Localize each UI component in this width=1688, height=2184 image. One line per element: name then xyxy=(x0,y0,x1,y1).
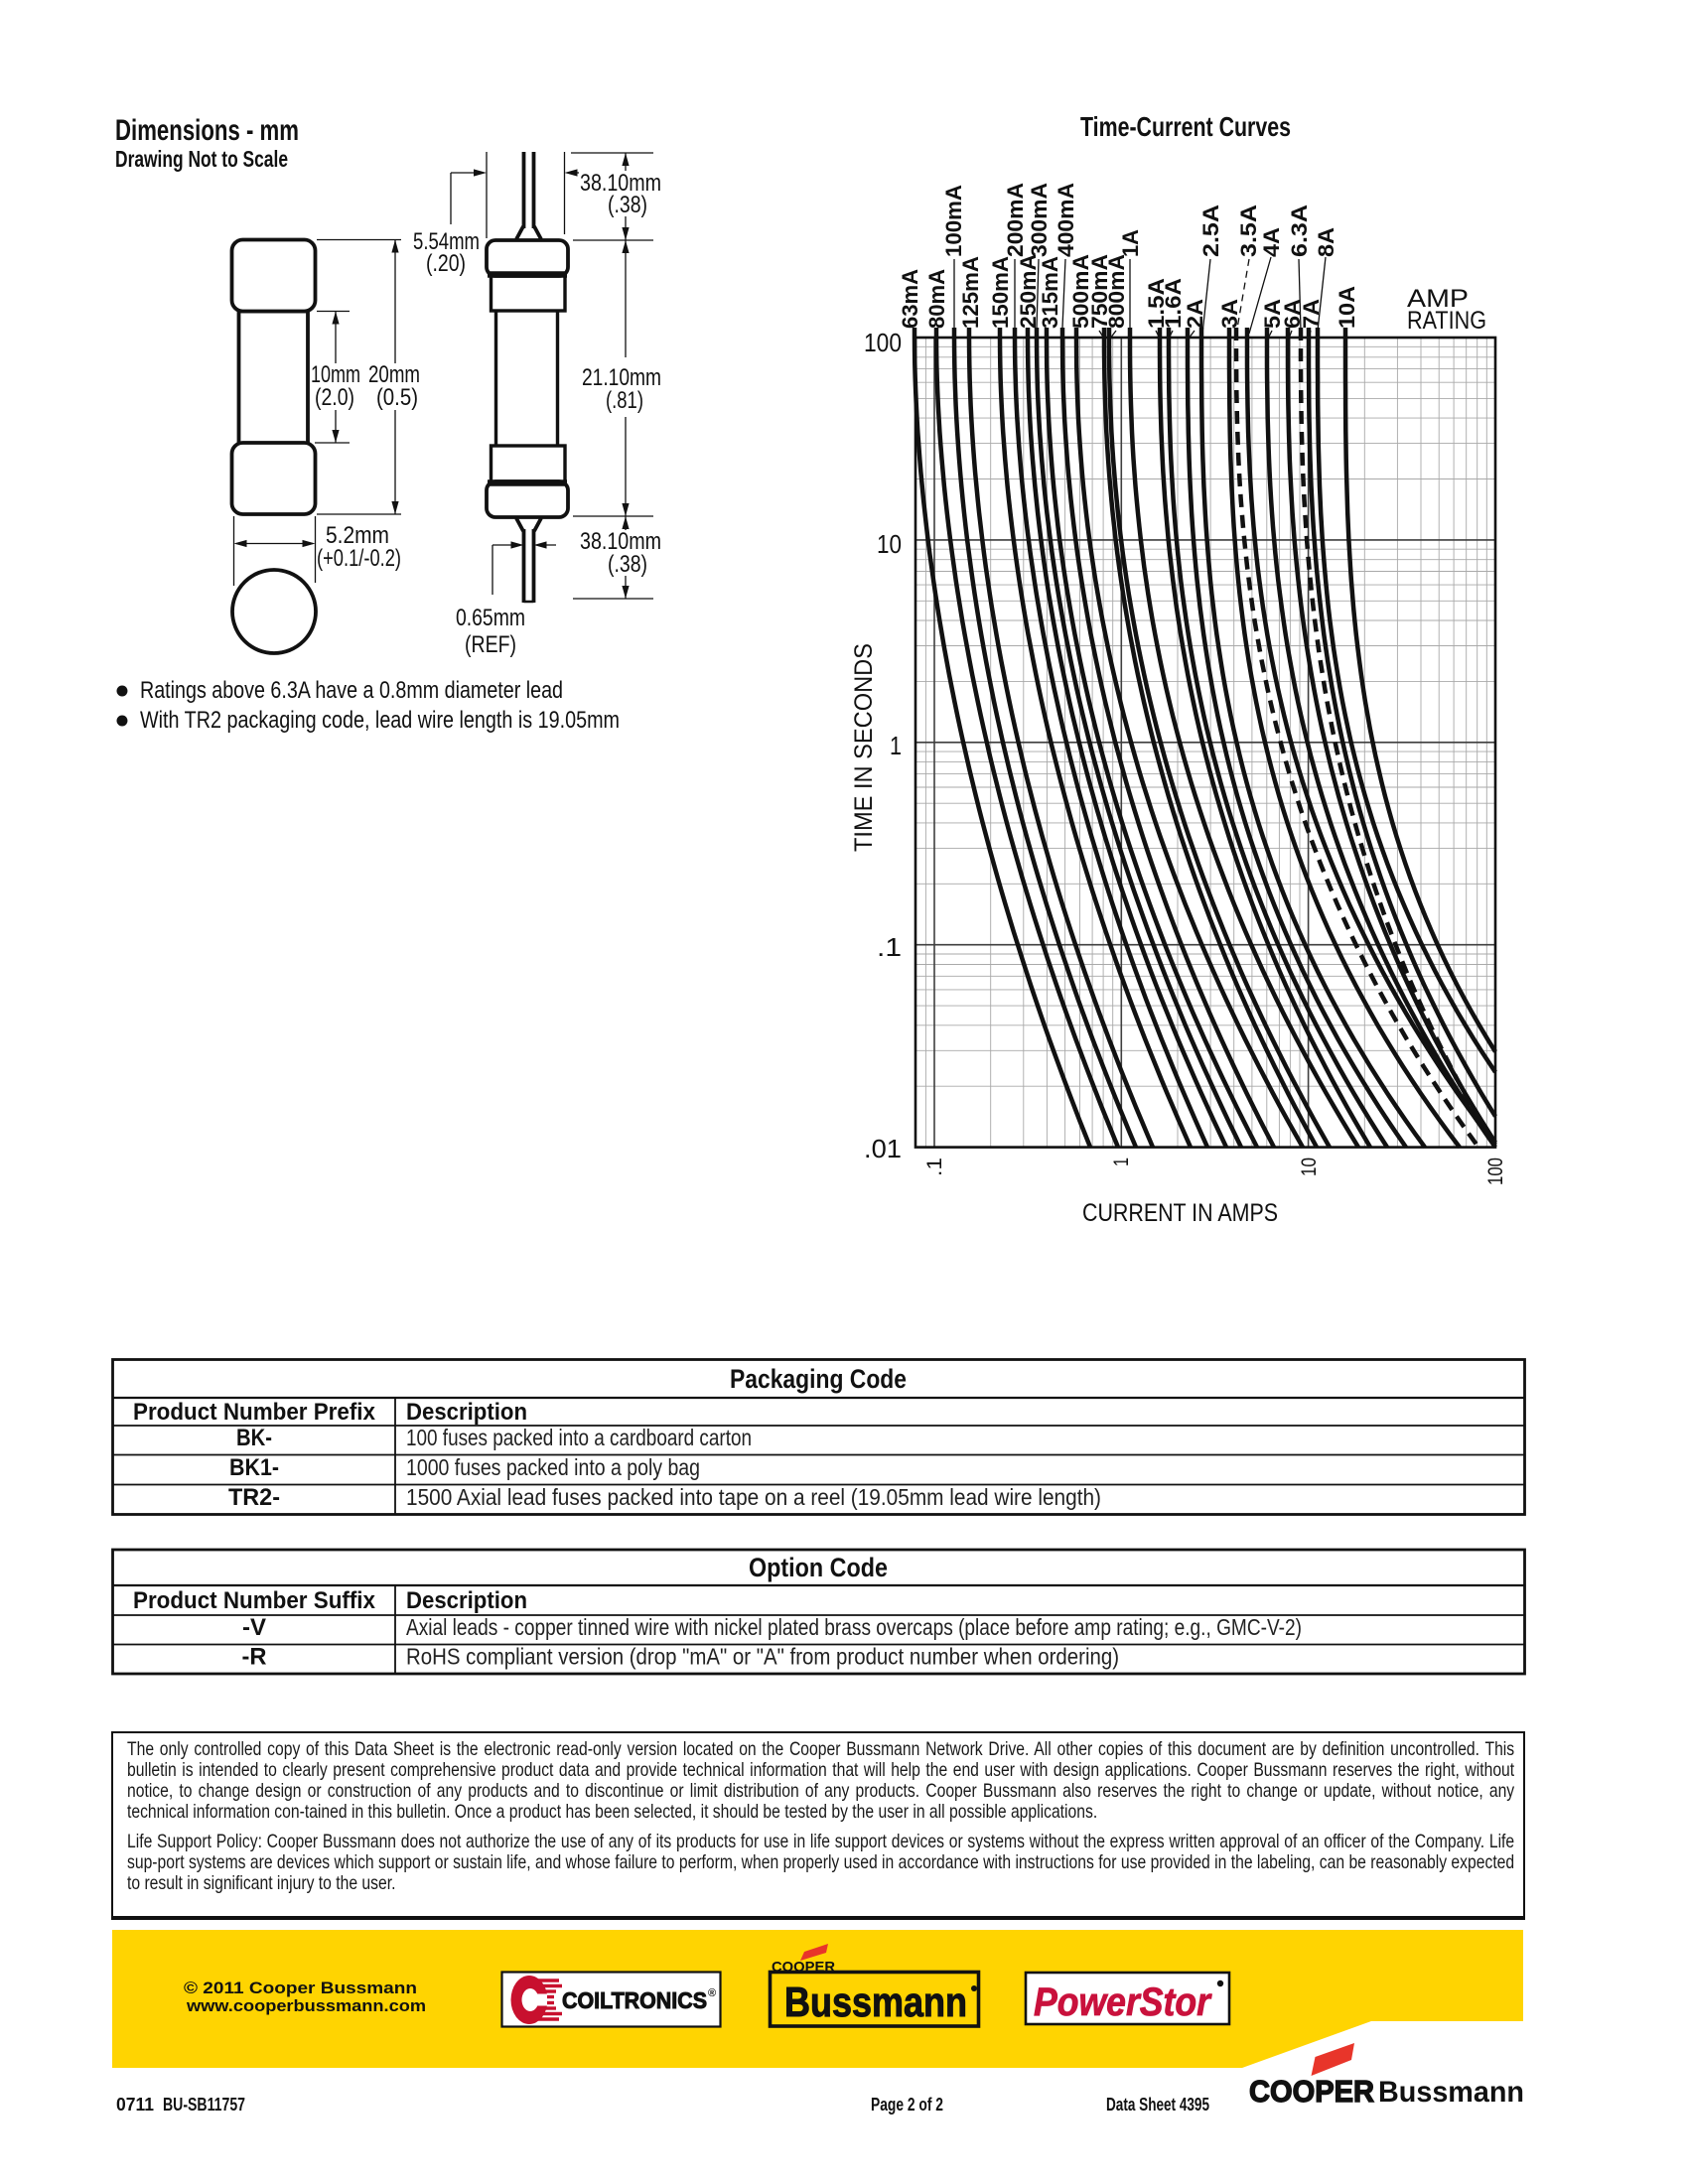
svg-text:10: 10 xyxy=(877,529,902,559)
svg-text:100: 100 xyxy=(864,328,902,357)
svg-text:800mA: 800mA xyxy=(1104,254,1129,329)
svg-text:BK-: BK- xyxy=(236,1425,272,1451)
svg-text:250mA: 250mA xyxy=(1016,254,1041,329)
svg-text:Description: Description xyxy=(406,1587,527,1614)
svg-text:BU-SB11757: BU-SB11757 xyxy=(163,2094,245,2115)
svg-text:Dimensions - mm: Dimensions - mm xyxy=(115,114,299,147)
svg-text:100: 100 xyxy=(1484,1158,1507,1185)
svg-text:(.38): (.38) xyxy=(608,551,647,578)
svg-text:Axial leads - copper tinned wi: Axial leads - copper tinned wire with ni… xyxy=(406,1614,1302,1640)
svg-text:3.5A: 3.5A xyxy=(1236,205,1261,257)
svg-text:.1: .1 xyxy=(877,932,902,962)
svg-text:Bussmann: Bussmann xyxy=(784,1979,967,2025)
svg-text:(0.5): (0.5) xyxy=(376,384,418,411)
svg-text:400mA: 400mA xyxy=(1054,183,1078,257)
svg-text:1.5A: 1.5A xyxy=(1144,278,1169,329)
svg-text:Drawing Not to Scale: Drawing Not to Scale xyxy=(115,146,288,172)
svg-text:AMP: AMP xyxy=(1407,285,1469,313)
svg-text:315mA: 315mA xyxy=(1038,256,1062,329)
svg-text:750mA: 750mA xyxy=(1087,254,1112,329)
svg-text:10A: 10A xyxy=(1335,286,1359,329)
svg-text:500mA: 500mA xyxy=(1068,254,1093,329)
svg-text:0711: 0711 xyxy=(116,2094,154,2115)
svg-text:CURRENT IN AMPS: CURRENT IN AMPS xyxy=(1082,1199,1278,1227)
svg-text:Product Number Prefix: Product Number Prefix xyxy=(133,1399,376,1426)
svg-text:Data Sheet 4395: Data Sheet 4395 xyxy=(1106,2094,1209,2115)
svg-text:38.10mm: 38.10mm xyxy=(580,170,661,197)
svg-text:10mm: 10mm xyxy=(311,361,360,388)
svg-text:10: 10 xyxy=(1298,1158,1321,1176)
svg-text:RATING: RATING xyxy=(1407,307,1486,335)
svg-text:(+0.1/-0.2): (+0.1/-0.2) xyxy=(317,545,401,572)
svg-text:(2.0): (2.0) xyxy=(315,384,354,411)
svg-text:PowerStor: PowerStor xyxy=(1034,1980,1212,2024)
svg-text:4A: 4A xyxy=(1259,227,1284,257)
svg-text:1000 fuses packed into a poly: 1000 fuses packed into a poly bag xyxy=(406,1454,700,1480)
svg-text:www.cooperbussmann.com: www.cooperbussmann.com xyxy=(186,1997,426,2015)
svg-text:3A: 3A xyxy=(1217,299,1242,329)
svg-text:Time-Current Curves: Time-Current Curves xyxy=(1080,111,1291,142)
svg-text:Description: Description xyxy=(406,1399,527,1426)
svg-text:1500 Axial lead fuses packed i: 1500 Axial lead fuses packed into tape o… xyxy=(406,1484,1101,1510)
svg-text:Bussmann: Bussmann xyxy=(1378,2076,1524,2109)
svg-text:© 2011 Cooper Bussmann: © 2011 Cooper Bussmann xyxy=(184,1979,417,1997)
svg-text:150mA: 150mA xyxy=(988,256,1013,329)
svg-text:5.2mm: 5.2mm xyxy=(326,522,389,549)
svg-text:Packaging Code: Packaging Code xyxy=(730,1364,907,1394)
svg-text:(.38): (.38) xyxy=(608,192,647,218)
svg-text:100 fuses packed into a cardbo: 100 fuses packed into a cardboard carton xyxy=(406,1425,752,1450)
svg-text:6A: 6A xyxy=(1280,299,1305,329)
svg-text:BK1-: BK1- xyxy=(229,1454,279,1481)
svg-text:-V: -V xyxy=(242,1614,266,1641)
svg-text:8A: 8A xyxy=(1314,227,1338,257)
svg-text:Option Code: Option Code xyxy=(749,1553,888,1582)
svg-text:With TR2 packaging code, lead: With TR2 packaging code, lead wire lengt… xyxy=(140,707,620,734)
svg-text:COILTRONICS: COILTRONICS xyxy=(562,1987,707,2013)
svg-text:100mA: 100mA xyxy=(941,185,966,257)
svg-text:®: ® xyxy=(708,1987,716,1999)
svg-text:Product Number Suffix: Product Number Suffix xyxy=(133,1587,376,1614)
svg-text:2A: 2A xyxy=(1183,299,1207,329)
svg-text:1: 1 xyxy=(890,731,902,760)
svg-text:200mA: 200mA xyxy=(1003,183,1028,257)
svg-text:COOPER: COOPER xyxy=(772,1959,835,1976)
svg-text:(.20): (.20) xyxy=(426,250,466,277)
svg-text:COOPER: COOPER xyxy=(1249,2074,1374,2109)
svg-text:5A: 5A xyxy=(1260,299,1285,329)
svg-text:TIME IN SECONDS: TIME IN SECONDS xyxy=(850,643,878,852)
svg-text:TR2-: TR2- xyxy=(228,1484,280,1511)
svg-text:Ratings above 6.3A have a 0.8m: Ratings above 6.3A have a 0.8mm diameter… xyxy=(140,677,563,704)
svg-text:1A: 1A xyxy=(1118,229,1143,257)
svg-text:7A: 7A xyxy=(1299,299,1324,329)
svg-text:.1: .1 xyxy=(923,1158,946,1176)
svg-text:20mm: 20mm xyxy=(368,361,420,388)
svg-text:1: 1 xyxy=(1110,1158,1133,1166)
svg-text:5.54mm: 5.54mm xyxy=(413,228,480,255)
svg-text:80mA: 80mA xyxy=(924,269,949,329)
svg-text:RoHS compliant version (drop ": RoHS compliant version (drop "mA" or "A"… xyxy=(406,1644,1119,1670)
svg-text:21.10mm: 21.10mm xyxy=(582,364,661,391)
svg-text:300mA: 300mA xyxy=(1027,183,1052,257)
svg-text:0.65mm: 0.65mm xyxy=(456,605,525,631)
svg-text:.01: .01 xyxy=(864,1134,902,1163)
svg-text:-R: -R xyxy=(242,1644,267,1671)
svg-text:6.3A: 6.3A xyxy=(1287,205,1312,257)
svg-text:(REF): (REF) xyxy=(465,631,516,658)
svg-text:(.81): (.81) xyxy=(606,387,643,414)
svg-text:Page 2 of 2: Page 2 of 2 xyxy=(871,2094,943,2115)
svg-text:125mA: 125mA xyxy=(958,256,983,329)
svg-text:1.6A: 1.6A xyxy=(1161,278,1186,329)
svg-text:63mA: 63mA xyxy=(898,269,922,329)
svg-text:38.10mm: 38.10mm xyxy=(580,528,661,555)
svg-text:2.5A: 2.5A xyxy=(1198,205,1223,257)
